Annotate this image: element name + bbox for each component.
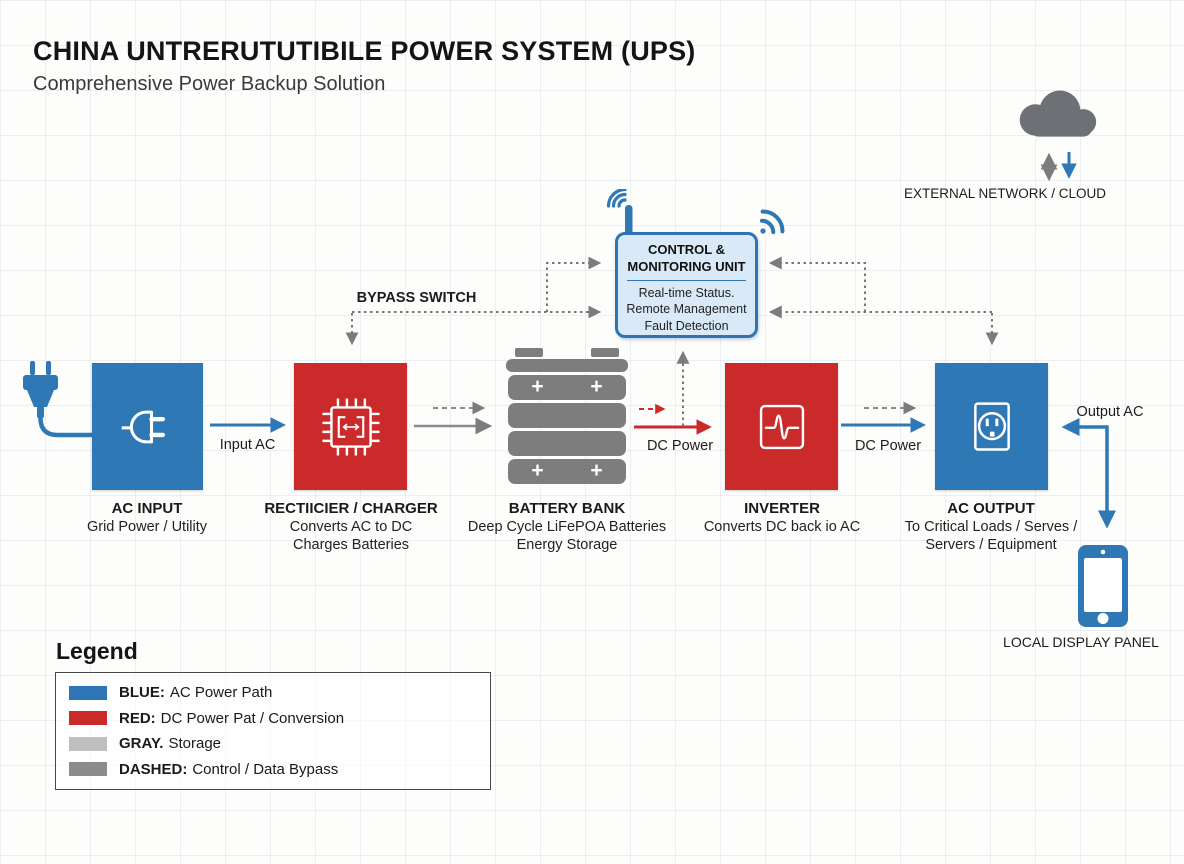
control-unit-title-line2: MONITORING UNIT <box>627 258 746 274</box>
wifi-icon <box>759 209 785 235</box>
legend-title: Legend <box>56 638 138 664</box>
dashed-line-branch-to-control <box>546 256 602 312</box>
control-unit-divider <box>627 279 746 281</box>
node-name: BATTERY BANK <box>508 500 626 517</box>
page-title: CHINA UNTRERUTUTIBILE POWER SYSTEM (UPS) <box>33 36 696 66</box>
sine-wave-icon <box>759 404 804 449</box>
legend-text: Storage <box>168 735 222 753</box>
antenna-icon <box>606 189 633 240</box>
control-monitoring-unit: CONTROL & MONITORING UNIT Real-time Stat… <box>615 232 758 338</box>
node-desc: Servers / Equipment <box>925 537 1057 554</box>
node-ac-input <box>92 363 203 490</box>
control-unit-feature: Fault Detection <box>644 318 729 333</box>
label-dc-power-2: DC Power <box>854 438 922 454</box>
caption-battery-bank: BATTERY BANK Deep Cycle LiFePOA Batterie… <box>447 499 687 555</box>
plus-sign: + <box>590 459 603 482</box>
node-name: AC INPUT <box>111 500 183 517</box>
page-subtitle: Comprehensive Power Backup Solution <box>33 73 386 95</box>
display-panel-label: LOCAL DISPLAY PANEL <box>1003 634 1159 650</box>
legend-text: AC Power Path <box>169 684 273 702</box>
power-plug-cable-icon <box>23 361 100 438</box>
legend-swatch-gray <box>69 736 107 751</box>
node-inverter <box>725 363 838 490</box>
legend-swatch-red <box>69 711 107 726</box>
node-rectifier <box>294 363 407 490</box>
legend-item-red: RED: DC Power Pat / Conversion <box>56 710 490 727</box>
legend-item-dashed: DASHED: Control / Data Bypass <box>56 761 490 778</box>
node-desc: Deep Cycle LiFePOA Batteries <box>467 519 667 536</box>
legend-item-blue: BLUE: AC Power Path <box>56 684 490 701</box>
battery-cell: + + <box>508 459 626 484</box>
cloud-label: EXTERNAL NETWORK / CLOUD <box>903 186 1107 201</box>
outlet-icon <box>973 401 1010 451</box>
legend-key: GRAY. <box>119 735 164 753</box>
battery-cell <box>508 431 626 456</box>
legend-key: DASHED: <box>119 760 188 778</box>
chip-icon <box>321 397 380 456</box>
bypass-switch-label: BYPASS SWITCH <box>356 290 477 306</box>
legend-key: BLUE: <box>119 684 165 702</box>
legend-text: DC Power Pat / Conversion <box>160 709 345 727</box>
node-desc: Grid Power / Utility <box>86 519 208 536</box>
node-desc: Charges Batteries <box>292 537 410 554</box>
plug-icon <box>121 410 165 443</box>
control-unit-title-line1: CONTROL & <box>647 242 726 257</box>
legend-swatch-dashed <box>69 762 107 777</box>
battery-cell: + + <box>508 375 626 400</box>
battery-terminal <box>515 348 543 357</box>
legend-swatch-blue <box>69 685 107 700</box>
battery-cap <box>506 359 628 372</box>
node-desc: Converts DC back io AC <box>703 519 861 536</box>
battery-cell <box>508 403 626 428</box>
node-desc: Converts AC to DC <box>289 519 413 536</box>
node-name: RECTIICIER / CHARGER <box>264 500 438 517</box>
caption-inverter: INVERTER Converts DC back io AC <box>682 499 882 536</box>
label-output-ac: Output AC <box>1076 404 1144 420</box>
legend: BLUE: AC Power Path RED: DC Power Pat / … <box>55 672 491 790</box>
cloud-icon <box>1019 90 1097 137</box>
dashed-line-right-upper-to-control <box>768 256 866 312</box>
legend-text: Control / Data Bypass <box>192 760 339 778</box>
caption-rectifier: RECTIICIER / CHARGER Converts AC to DC C… <box>231 499 471 555</box>
node-desc: Energy Storage <box>516 537 618 554</box>
plus-sign: + <box>531 459 544 482</box>
legend-key: RED: <box>119 709 156 727</box>
node-desc: To Critical Loads / Serves / <box>904 519 1078 536</box>
caption-ac-input: AC INPUT Grid Power / Utility <box>47 499 247 536</box>
node-ac-output <box>935 363 1048 490</box>
legend-item-gray: GRAY. Storage <box>56 735 490 752</box>
plus-sign: + <box>531 375 544 398</box>
control-unit-feature: Remote Management <box>626 302 747 317</box>
node-battery-bank: + + + + <box>506 348 628 488</box>
label-input-ac: Input AC <box>219 437 276 453</box>
battery-terminal <box>591 348 619 357</box>
node-name: INVERTER <box>744 500 820 517</box>
plus-sign: + <box>590 375 603 398</box>
control-unit-feature: Real-time Status. <box>638 285 735 300</box>
display-panel-icon <box>1078 545 1128 627</box>
node-name: AC OUTPUT <box>947 500 1035 517</box>
caption-ac-output: AC OUTPUT To Critical Loads / Serves / S… <box>871 499 1111 555</box>
label-dc-power-1: DC Power <box>646 438 714 454</box>
